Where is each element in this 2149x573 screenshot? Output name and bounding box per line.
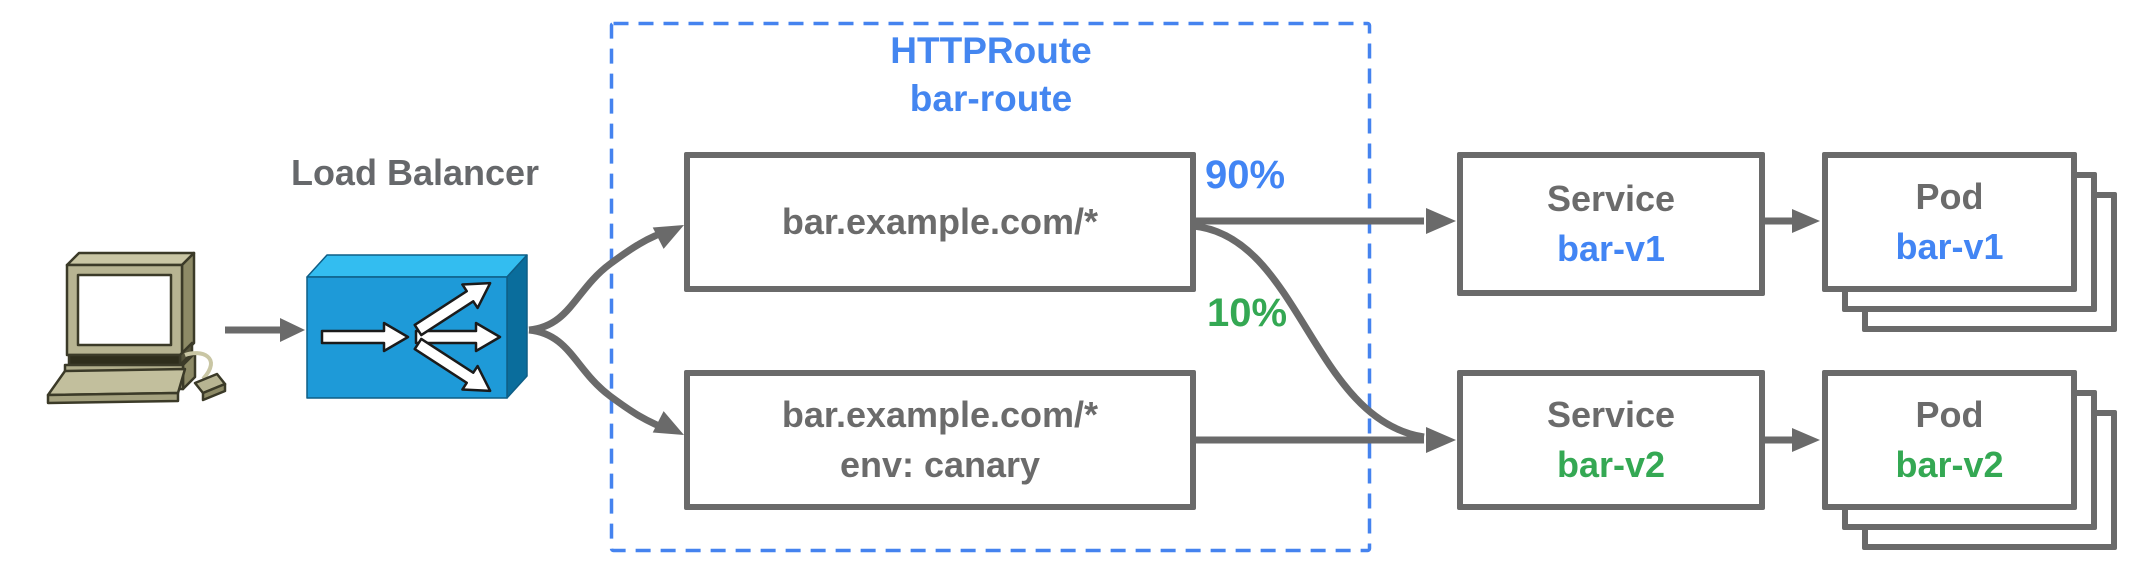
split-arrows-glyph [320, 281, 502, 393]
arrowhead-client-lb [280, 318, 305, 342]
service1-name: bar-v1 [1556, 228, 1666, 269]
connector-lines [225, 217, 1796, 444]
pod-stack-bar-v1: Pod bar-v1 [1822, 152, 2117, 332]
load-balancer-node [302, 248, 532, 408]
rule-box-bar-example: bar.example.com/* [684, 152, 1196, 292]
edge-rule1-to-service2 [1192, 222, 1425, 441]
rule1-match: bar.example.com/* [781, 201, 1099, 242]
edge-lb-to-rule2 [528, 326, 663, 431]
pod2-kind: Pod [1915, 394, 1984, 435]
rule-box-bar-example-canary: bar.example.com/* env: canary [684, 370, 1196, 510]
pod-stack-bar-v2: Pod bar-v2 [1822, 370, 2117, 550]
pod1-name: bar-v1 [1895, 226, 2004, 267]
service2-kind: Service [1546, 394, 1676, 435]
service2-name: bar-v2 [1556, 444, 1666, 485]
computer-icon [46, 251, 227, 405]
service-node-bar-v2: Service bar-v2 [1457, 370, 1765, 510]
pod-node-bar-v2: Pod bar-v2 [1822, 370, 2077, 510]
pod-node-bar-v1: Pod bar-v1 [1822, 152, 2077, 292]
edge-lb-to-rule1 [528, 229, 663, 334]
arrowhead-pod1 [1792, 209, 1820, 233]
arrowhead-service2 [1426, 427, 1456, 453]
pod2-name: bar-v2 [1895, 444, 2004, 485]
service1-kind: Service [1546, 178, 1676, 219]
arrowhead-lb-rule2 [652, 411, 684, 435]
load-balancer-icon [306, 254, 528, 399]
rule2-header-match: env: canary [839, 444, 1041, 485]
service-node-bar-v1: Service bar-v1 [1457, 152, 1765, 296]
httproute-name: bar-route [909, 78, 1073, 119]
arrowhead-lb-rule1 [652, 225, 684, 249]
httproute-group-border [609, 21, 1372, 553]
arrowhead-service1 [1426, 208, 1456, 234]
rule2-match: bar.example.com/* [781, 394, 1099, 435]
weight-label-10: 10% [1207, 291, 1288, 335]
arrowhead-pod2 [1792, 428, 1820, 452]
weight-label-90: 90% [1205, 153, 1286, 197]
pod1-kind: Pod [1915, 176, 1984, 217]
httproute-kind: HTTPRoute [890, 30, 1092, 71]
arrowheads [280, 208, 1820, 453]
load-balancer-label: Load Balancer [290, 152, 540, 193]
httproute-group-title: HTTPRoute bar-route [612, 27, 1370, 123]
client-computer-icon [35, 243, 235, 418]
